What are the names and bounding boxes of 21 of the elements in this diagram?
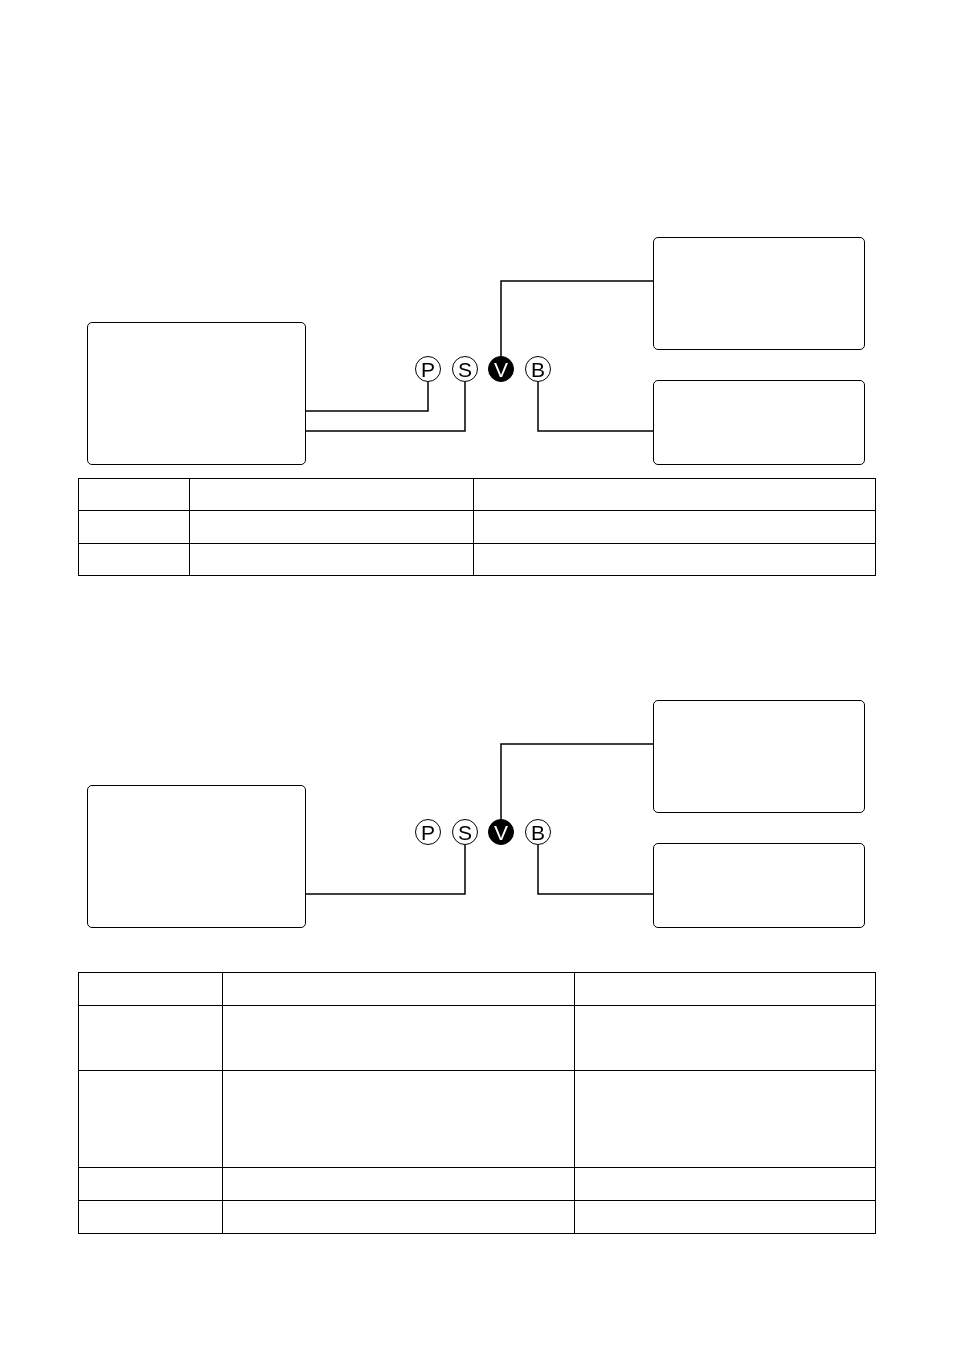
rounded-box — [653, 380, 865, 465]
circle-label: B — [525, 819, 551, 845]
rounded-box — [653, 237, 865, 350]
connector-line — [305, 381, 466, 432]
circle-label: S — [452, 356, 478, 382]
connector-line — [305, 844, 466, 895]
connector-line — [500, 743, 654, 820]
rounded-box — [653, 843, 865, 928]
connector-line — [537, 381, 654, 432]
connector-line — [500, 280, 654, 357]
connector-line — [537, 844, 654, 895]
rounded-box — [653, 700, 865, 813]
filled-circle-label: V — [488, 356, 514, 382]
circle-label: P — [415, 819, 441, 845]
circle-label: P — [415, 356, 441, 382]
rounded-box — [87, 785, 306, 928]
filled-circle-label: V — [488, 819, 514, 845]
circle-label: B — [525, 356, 551, 382]
connector-line — [305, 381, 429, 412]
circle-label: S — [452, 819, 478, 845]
rounded-box — [87, 322, 306, 465]
